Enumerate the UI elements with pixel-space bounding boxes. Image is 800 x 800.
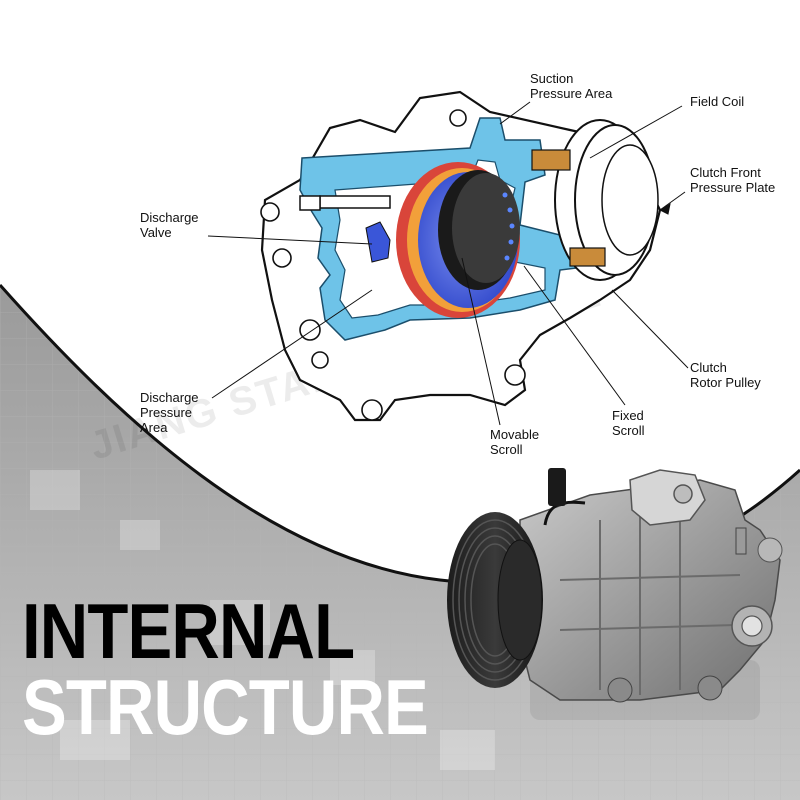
label-clutch-rotor-pulley: Clutch Rotor Pulley [690, 360, 761, 390]
callout-leaders [207, 101, 689, 426]
label-fixed-scroll: Fixed Scroll [612, 408, 647, 438]
label-clutch-front-pressure-plate: Clutch Front Pressure Plate [690, 165, 775, 195]
label-discharge-pressure-area: Discharge Pressure Area [140, 390, 202, 435]
label-discharge-valve: Discharge Valve [140, 210, 202, 240]
compressor-cutaway-diagram [260, 90, 662, 422]
label-field-coil: Field Coil [690, 94, 744, 109]
compressor-product-photo [447, 468, 783, 720]
label-movable-scroll: Movable Scroll [490, 427, 543, 457]
label-suction-pressure-area: Suction Pressure Area [530, 71, 613, 101]
headline-line-2: STRUCTURE [22, 663, 429, 751]
headline-line-1: INTERNAL [22, 587, 355, 675]
